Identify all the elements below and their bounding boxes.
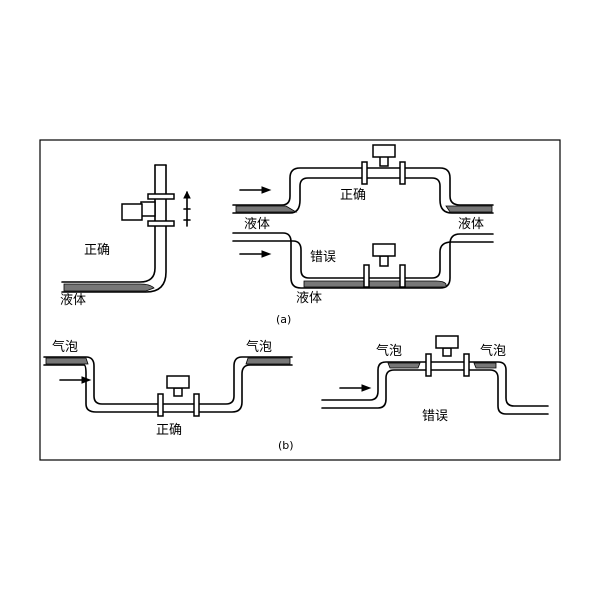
label-correct-a-top: 正确 [340,188,366,203]
label-bubble-b-right-2: 气泡 [480,343,506,359]
panel-b-right-wrong-pipe [321,335,549,415]
label-correct-b-left: 正确 [156,423,182,438]
label-bubble-b-right-1: 气泡 [376,343,402,359]
label-liquid-a-bottom: 液体 [296,291,322,306]
diagram-frame [39,139,561,461]
panel-a-left-vertical-pipe [61,164,191,293]
label-liquid-a-top-right: 液体 [458,217,484,232]
panel-a-bottom-wrong-pipe [232,232,494,289]
label-correct-a-left: 正确 [84,243,110,258]
caption-a: (a) [276,313,291,326]
panel-a-top-correct-pipe [232,144,494,214]
panel-b-left-correct-pipe [43,356,293,417]
label-wrong-a-bottom: 错误 [310,250,336,265]
label-liquid-a-top-left: 液体 [244,217,270,232]
label-wrong-b-right: 错误 [422,409,448,424]
label-liquid-a-left: 液体 [60,293,86,308]
label-bubble-b-left-2: 气泡 [246,339,272,355]
label-bubble-b-left-1: 气泡 [52,339,78,355]
caption-b: (b) [278,439,294,452]
